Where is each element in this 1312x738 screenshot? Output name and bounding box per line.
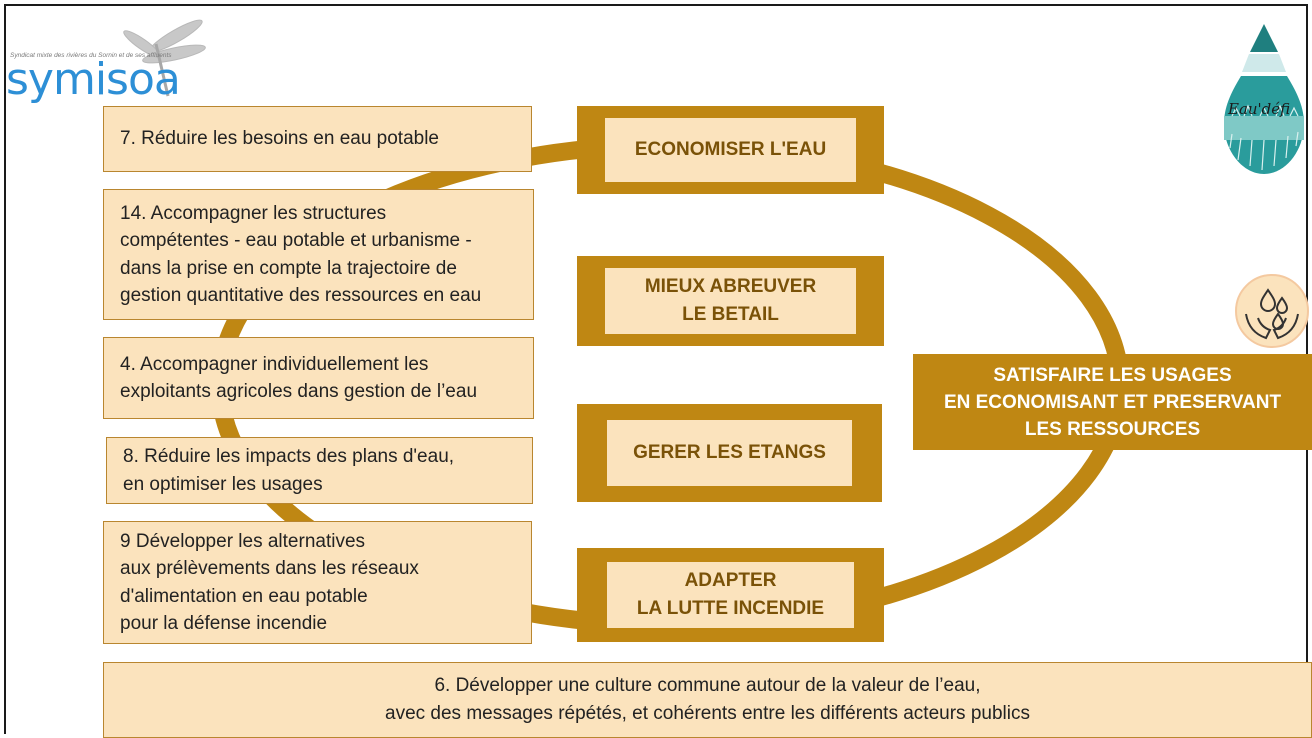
action-box-7: 7. Réduire les besoins en eau potable: [103, 106, 532, 172]
theme-abreuver-betail: MIEUX ABREUVER LE BETAIL: [577, 256, 884, 346]
theme-label-abreuver: MIEUX ABREUVER LE BETAIL: [605, 268, 856, 334]
theme-economiser-eau: ECONOMISER L'EAU: [577, 106, 884, 194]
theme-lutte-incendie: ADAPTER LA LUTTE INCENDIE: [577, 548, 884, 642]
action-text-4: 4. Accompagner individuellement les expl…: [120, 353, 478, 403]
theme-label-economiser: ECONOMISER L'EAU: [605, 118, 856, 182]
hands-water-drops-icon: [1232, 272, 1312, 350]
action-box-9: 9 Développer les alternatives aux prélèv…: [103, 521, 532, 644]
action-box-14: 14. Accompagner les structures compétent…: [103, 189, 534, 320]
eau-defi-label: Eau'défi: [1228, 100, 1291, 118]
action-text-8: 8. Réduire les impacts des plans d'eau, …: [123, 446, 455, 495]
logo-tagline: Syndicat mixte des rivières du Sornin et…: [10, 52, 172, 59]
goal-box: SATISFAIRE LES USAGES EN ECONOMISANT ET …: [913, 354, 1312, 450]
action-text-14: 14. Accompagner les structures compétent…: [120, 202, 482, 307]
theme-gerer-etangs: GERER LES ETANGS: [577, 404, 882, 502]
theme-label-incendie: ADAPTER LA LUTTE INCENDIE: [607, 562, 854, 628]
action-box-8: 8. Réduire les impacts des plans d'eau, …: [106, 437, 533, 504]
water-drop-icon: [1224, 24, 1304, 174]
eau-defi-logo: Eau'défi: [1216, 20, 1312, 180]
theme-label-etangs: GERER LES ETANGS: [607, 420, 852, 486]
action-text-7: 7. Réduire les besoins en eau potable: [120, 128, 440, 150]
action-text-9: 9 Développer les alternatives aux prélèv…: [120, 530, 419, 635]
footer-action-6: 6. Développer une culture commune autour…: [103, 662, 1312, 738]
symisoa-logo: Syndicat mixte des rivières du Sornin et…: [6, 14, 206, 105]
dragonfly-icon: [123, 19, 206, 97]
logo-wordmark: symisoa: [6, 54, 181, 105]
action-box-4: 4. Accompagner individuellement les expl…: [103, 337, 534, 419]
